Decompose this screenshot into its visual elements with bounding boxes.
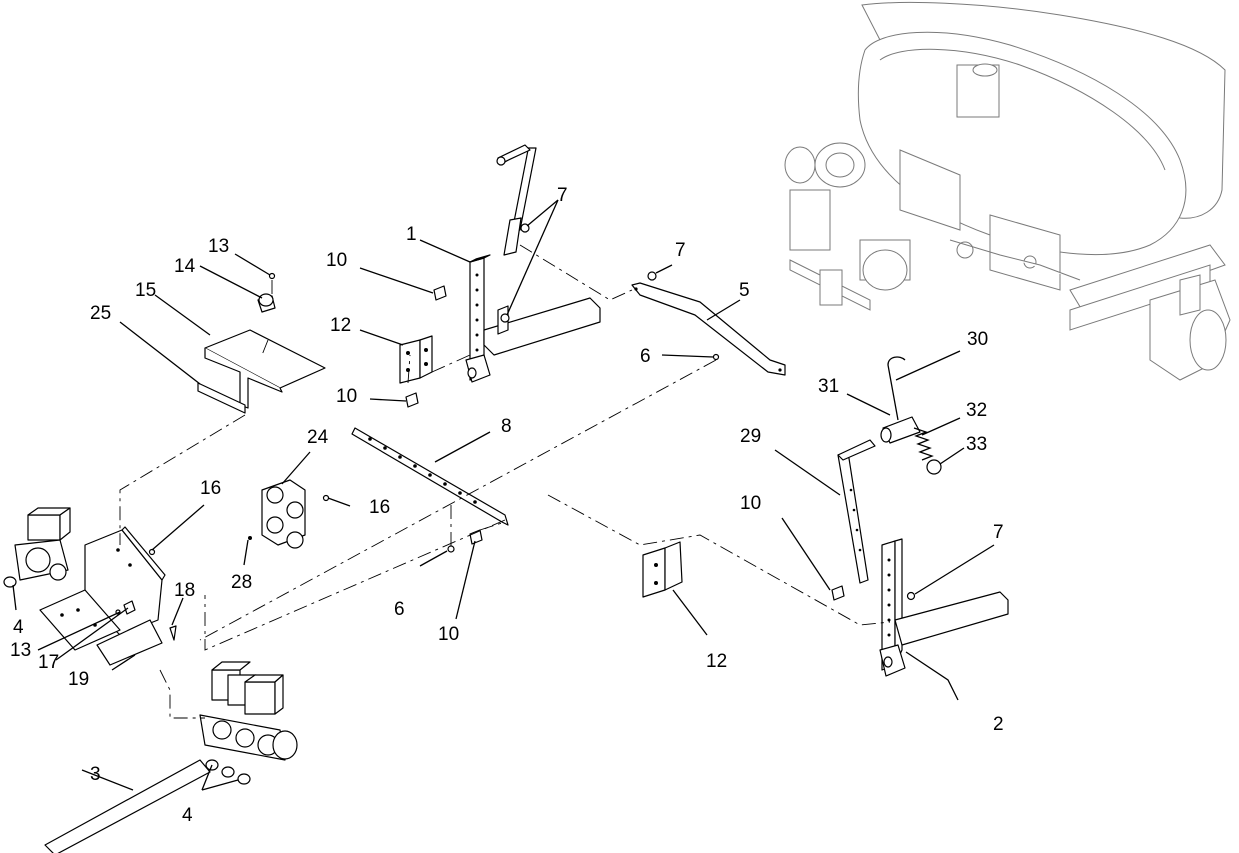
callout-6-center: 6	[394, 599, 405, 620]
boom-valve-mount-2	[879, 538, 1009, 677]
bushing-14	[257, 293, 276, 313]
clamps-4-b	[205, 759, 251, 785]
callout-3: 3	[90, 764, 101, 785]
nut-7-c	[906, 591, 916, 601]
callout-4-left: 4	[13, 617, 24, 638]
callout-10-right: 10	[740, 493, 761, 514]
callout-13-left: 13	[10, 640, 31, 661]
assembly-guide-lines	[119, 244, 891, 719]
bolt-10-b	[405, 392, 419, 408]
callout-5: 5	[739, 280, 750, 301]
lever-arm-29	[837, 439, 876, 584]
callout-10-upper: 10	[326, 250, 347, 271]
callout-12-upper: 12	[330, 315, 351, 336]
nut-16-a	[148, 548, 156, 556]
callout-28: 28	[231, 572, 252, 593]
knob-33	[926, 459, 942, 475]
callout-16-left: 16	[200, 478, 221, 499]
bolt-17	[123, 600, 136, 615]
mount-strap-5	[631, 282, 786, 376]
washer-6-b	[447, 545, 455, 553]
actuator-24	[261, 479, 306, 549]
callout-19: 19	[68, 669, 89, 690]
callout-24: 24	[307, 427, 329, 448]
mounting-bar-8	[351, 427, 509, 526]
callout-10-center: 10	[438, 624, 459, 645]
valve-bracket	[39, 526, 166, 666]
callout-2: 2	[993, 714, 1004, 735]
callout-17: 17	[38, 652, 59, 673]
callout-8: 8	[501, 416, 512, 437]
spring-32	[913, 427, 934, 461]
bracket-12-lower	[642, 541, 683, 598]
callout-25: 25	[90, 303, 111, 324]
callout-31: 31	[818, 376, 839, 397]
callout-7-strap: 7	[675, 240, 686, 261]
callout-30: 30	[967, 329, 988, 350]
callout-4-bottom: 4	[182, 805, 193, 826]
callout-6-right: 6	[640, 346, 651, 367]
screw-28	[248, 536, 252, 540]
callout-13-top: 13	[208, 236, 229, 257]
bolt-10-d	[831, 585, 845, 601]
screw-18	[169, 625, 177, 641]
handle-grip-31	[880, 416, 921, 444]
callout-1: 1	[406, 224, 417, 245]
spacer-25	[197, 382, 246, 414]
clamp-4-a	[3, 576, 17, 588]
callout-16-right: 16	[369, 497, 390, 518]
handle-rod-30	[887, 356, 906, 421]
washer-6-a	[712, 353, 720, 361]
bolt-10-a	[433, 285, 447, 301]
callout-15: 15	[135, 280, 156, 301]
valve-manifold-triple	[199, 661, 298, 761]
callout-14: 14	[174, 256, 196, 277]
callout-33: 33	[966, 434, 987, 455]
callout-18: 18	[174, 580, 195, 601]
sprayer-tank-assembly	[784, 1, 1231, 381]
screw-13-a	[268, 272, 276, 280]
nut-16-b	[322, 494, 330, 502]
callout-29: 29	[740, 426, 761, 447]
bracket-12-upper	[399, 335, 433, 384]
leader-lines	[12, 199, 995, 791]
control-valve-single	[14, 507, 71, 581]
callout-32: 32	[966, 400, 987, 421]
callout-10-middle: 10	[336, 386, 357, 407]
callout-7-right: 7	[993, 522, 1004, 543]
callout-7-top: 7	[557, 185, 568, 206]
callout-12-lower: 12	[706, 651, 727, 672]
boom-valve-mount-1	[465, 144, 601, 383]
callout-labels: 1 2 3 4 4 5 6 6 7 7 7 8 10 10 10 10 12 1…	[10, 185, 1004, 826]
hose-3	[44, 759, 211, 853]
nut-7-b	[647, 271, 657, 281]
